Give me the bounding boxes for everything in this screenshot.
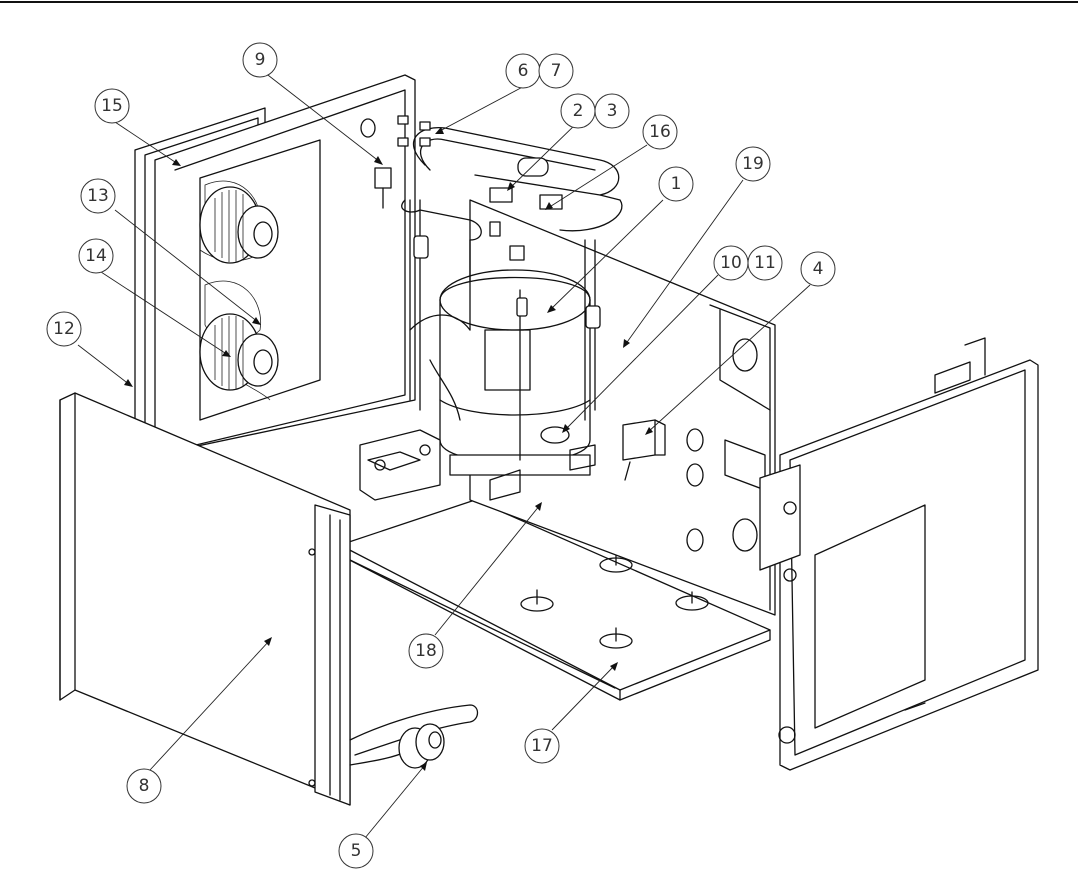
callout-8-label: 8 — [139, 776, 150, 796]
control-bracket — [360, 430, 440, 500]
callout-5: 5 — [339, 834, 373, 868]
filter-drier — [350, 705, 478, 768]
callout-12-label: 12 — [53, 319, 75, 339]
callout-12: 12 — [47, 312, 81, 346]
callout-3-label: 3 — [607, 101, 618, 121]
callout-6-label: 6 — [518, 61, 529, 81]
callout-19: 19 — [736, 147, 770, 181]
callout-1: 1 — [659, 167, 693, 201]
callout-10-label: 10 — [720, 253, 742, 273]
callout-2: 2 — [561, 94, 595, 128]
callout-6: 6 — [506, 54, 540, 88]
callout-2-label: 2 — [573, 101, 584, 121]
access-panel-right — [760, 338, 1038, 770]
callout-14: 14 — [79, 239, 113, 273]
callout-13: 13 — [81, 179, 115, 213]
callout-5-label: 5 — [351, 841, 362, 861]
condenser-coil-panel — [60, 393, 350, 805]
callout-17-label: 17 — [531, 736, 553, 756]
callout-4: 4 — [801, 252, 835, 286]
callout-4-label: 4 — [813, 259, 824, 279]
callout-18-label: 18 — [415, 641, 437, 661]
condenser-fan-panel — [135, 75, 415, 455]
callout-15: 15 — [95, 89, 129, 123]
callout-1-label: 1 — [671, 174, 682, 194]
callout-11: 11 — [748, 246, 782, 280]
callout-16: 16 — [643, 115, 677, 149]
callout-13-label: 13 — [87, 186, 109, 206]
callout-9: 9 — [243, 43, 277, 77]
callout-16-label: 16 — [649, 122, 671, 142]
callout-11-label: 11 — [754, 253, 776, 273]
callout-10: 10 — [714, 246, 748, 280]
callout-14-label: 14 — [85, 246, 107, 266]
callout-19-label: 19 — [742, 154, 764, 174]
callout-7: 7 — [539, 54, 573, 88]
callout-8: 8 — [127, 769, 161, 803]
callout-7-label: 7 — [551, 61, 562, 81]
callout-9-label: 9 — [255, 50, 266, 70]
callout-3: 3 — [595, 94, 629, 128]
callout-17: 17 — [525, 729, 559, 763]
callout-18: 18 — [409, 634, 443, 668]
callout-15-label: 15 — [101, 96, 123, 116]
